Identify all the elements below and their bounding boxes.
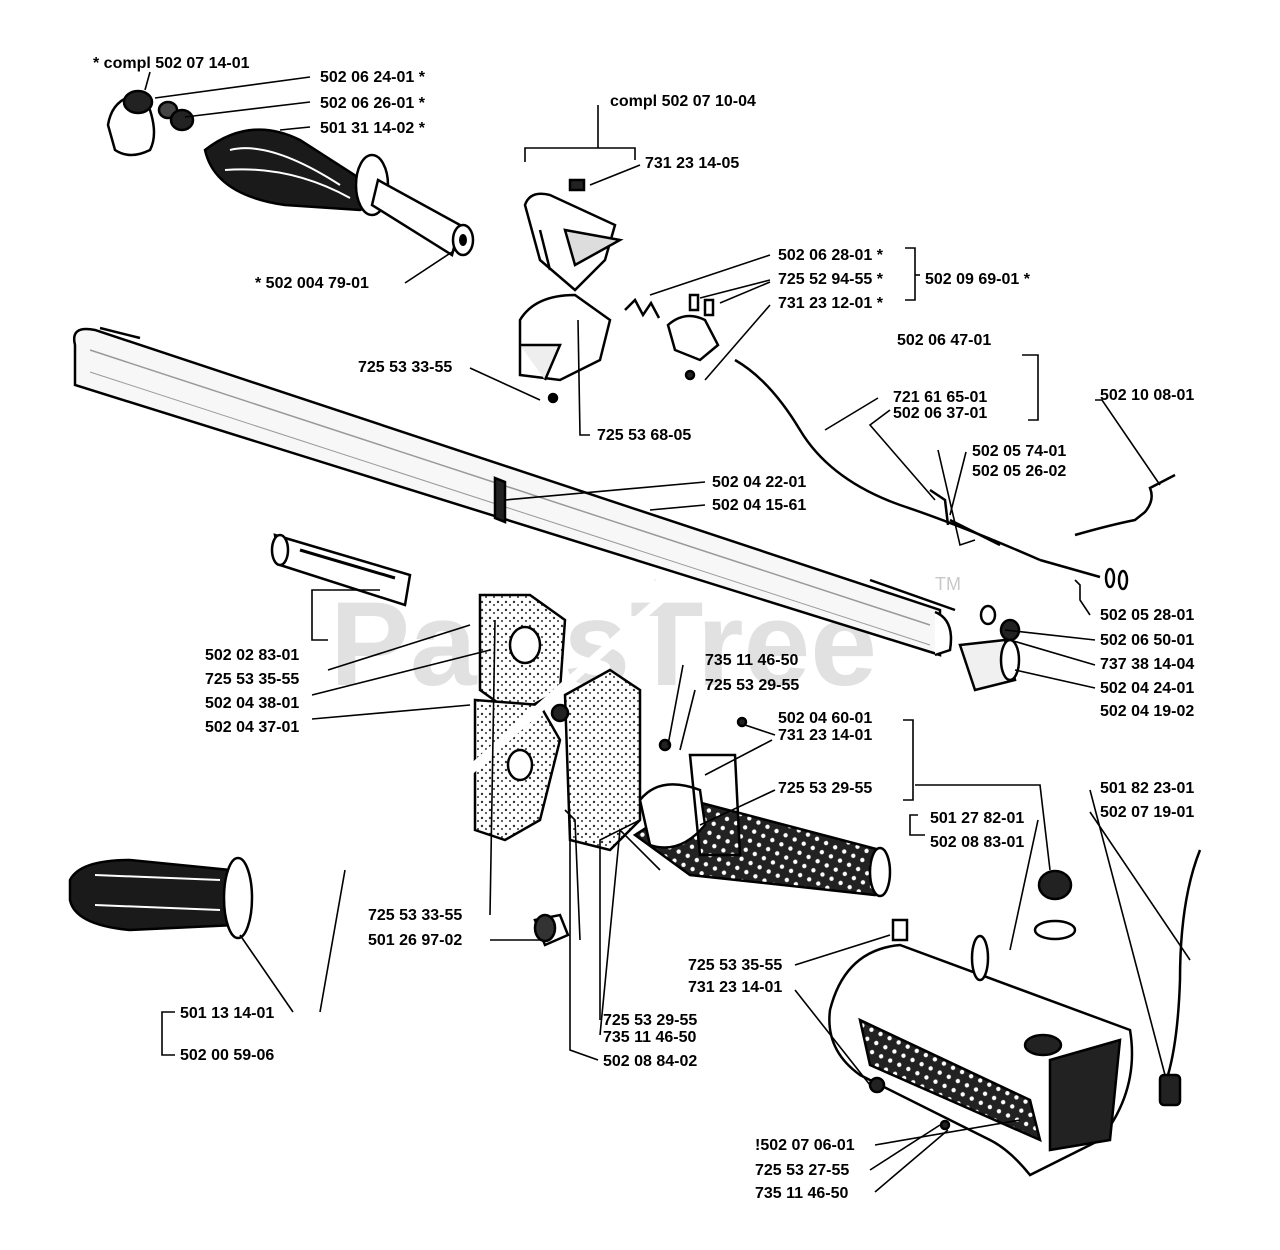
handlebar-clamp-left — [473, 593, 567, 842]
label-502-04-37-01: 502 04 37-01 — [205, 719, 299, 736]
label-502-09-69-01: 502 09 69-01 * — [925, 271, 1031, 288]
label-502-00-59-06: 502 00 59-06 — [180, 1047, 274, 1064]
label-725-53-35-55-bottom: 725 53 35-55 — [688, 957, 782, 974]
label-502-04-24-01: 502 04 24-01 — [1100, 680, 1194, 697]
label-725-53-27-55: 725 53 27-55 — [755, 1162, 849, 1179]
label-502-06-37-01: 502 06 37-01 — [893, 405, 987, 422]
label-501-82-23-01: 501 82 23-01 — [1100, 780, 1194, 797]
label-502-05-26-02: 502 05 26-02 — [972, 463, 1066, 480]
label-502-08-83-01: 502 08 83-01 — [930, 834, 1024, 851]
fuel-filter-hose — [1158, 849, 1202, 1107]
label-725-53-33-55-top: 725 53 33-55 — [358, 359, 452, 376]
nut-bottom — [533, 913, 570, 947]
label-502-07-06-01: !502 07 06-01 — [755, 1137, 855, 1154]
label-502-04-22-01: 502 04 22-01 — [712, 474, 806, 491]
label-502-06-28-01: 502 06 28-01 * — [778, 247, 884, 264]
label-502-04-60-01: 502 04 60-01 — [778, 710, 872, 727]
label-721-61-65-01: 721 61 65-01 — [893, 389, 987, 406]
throttle-rod-end — [1039, 558, 1129, 591]
label-725-53-35-55-left: 725 53 35-55 — [205, 671, 299, 688]
label-737-38-14-04: 737 38 14-04 — [1100, 656, 1194, 673]
label-731-23-14-01-bottom: 731 23 14-01 — [688, 979, 782, 996]
leader-lines — [144, 71, 1191, 1193]
label-502-06-24-01: 502 06 24-01 * — [320, 69, 426, 86]
throttle-housing-lower — [518, 293, 612, 404]
label-501-27-82-01: 501 27 82-01 — [930, 810, 1024, 827]
main-shaft-tube — [72, 326, 956, 657]
watermark-trademark: TM — [935, 574, 961, 594]
label-502-05-74-01: 502 05 74-01 — [972, 443, 1066, 460]
part-labels: * compl 502 07 14-01 502 06 24-01 * 502 … — [93, 55, 1194, 1202]
label-735-11-46-50-bottom: 735 11 46-50 — [603, 1029, 697, 1046]
right-handle-grip — [632, 716, 892, 898]
label-735-11-46-50-mid: 735 11 46-50 — [705, 652, 799, 669]
label-501-31-14-02: 501 31 14-02 * — [320, 120, 426, 137]
label-502-02-83-01: 502 02 83-01 — [205, 647, 299, 664]
label-731-23-12-01: 731 23 12-01 * — [778, 295, 884, 312]
label-735-11-46-50-lowest: 735 11 46-50 — [755, 1185, 849, 1202]
label-502-06-26-01: 502 06 26-01 * — [320, 95, 426, 112]
label-plate — [270, 533, 412, 607]
label-502-05-28-01: 502 05 28-01 — [1100, 607, 1194, 624]
label-725-53-29-55-mid: 725 53 29-55 — [705, 677, 799, 694]
label-compl-502-07-14-01: * compl 502 07 14-01 — [93, 55, 250, 72]
label-501-26-97-02: 501 26 97-02 — [368, 932, 462, 949]
label-731-23-14-05: 731 23 14-05 — [645, 155, 739, 172]
label-725-53-33-55-bottom: 725 53 33-55 — [368, 907, 462, 924]
label-731-23-14-01-mid: 731 23 14-01 — [778, 727, 872, 744]
label-502-04-19-02: 502 04 19-02 — [1100, 703, 1194, 720]
label-725-53-29-55-right: 725 53 29-55 — [778, 780, 872, 797]
wire-clip — [1074, 473, 1176, 537]
label-compl-502-07-10-04: compl 502 07 10-04 — [610, 93, 756, 110]
drive-cable — [734, 358, 1041, 562]
label-501-13-14-01: 501 13 14-01 — [180, 1005, 274, 1022]
label-725-53-68-05: 725 53 68-05 — [597, 427, 691, 444]
fuel-tank-housing — [828, 918, 1134, 1177]
throttle-housing — [523, 178, 624, 292]
throttle-handle-assembly — [106, 89, 475, 257]
label-502-04-38-01: 502 04 38-01 — [205, 695, 299, 712]
label-502-10-08-01: 502 10 08-01 — [1100, 387, 1194, 404]
handlebar-clamp-block — [550, 668, 642, 852]
label-502-08-84-02: 502 08 84-02 — [603, 1053, 697, 1070]
throttle-spring-trigger — [624, 293, 720, 381]
label-502-06-50-01: 502 06 50-01 — [1100, 632, 1194, 649]
fuel-cap — [970, 869, 1077, 982]
label-725-52-94-55: 725 52 94-55 * — [778, 271, 884, 288]
handlebar — [68, 575, 669, 940]
coupling-sleeve — [958, 604, 1021, 692]
label-502-004-79-01: * 502 004 79-01 — [255, 275, 369, 292]
label-502-07-19-01: 502 07 19-01 — [1100, 804, 1194, 821]
label-502-04-15-61: 502 04 15-61 — [712, 497, 806, 514]
label-502-06-47-01: 502 06 47-01 — [897, 332, 991, 349]
label-725-53-29-55-bottom: 725 53 29-55 — [603, 1012, 697, 1029]
